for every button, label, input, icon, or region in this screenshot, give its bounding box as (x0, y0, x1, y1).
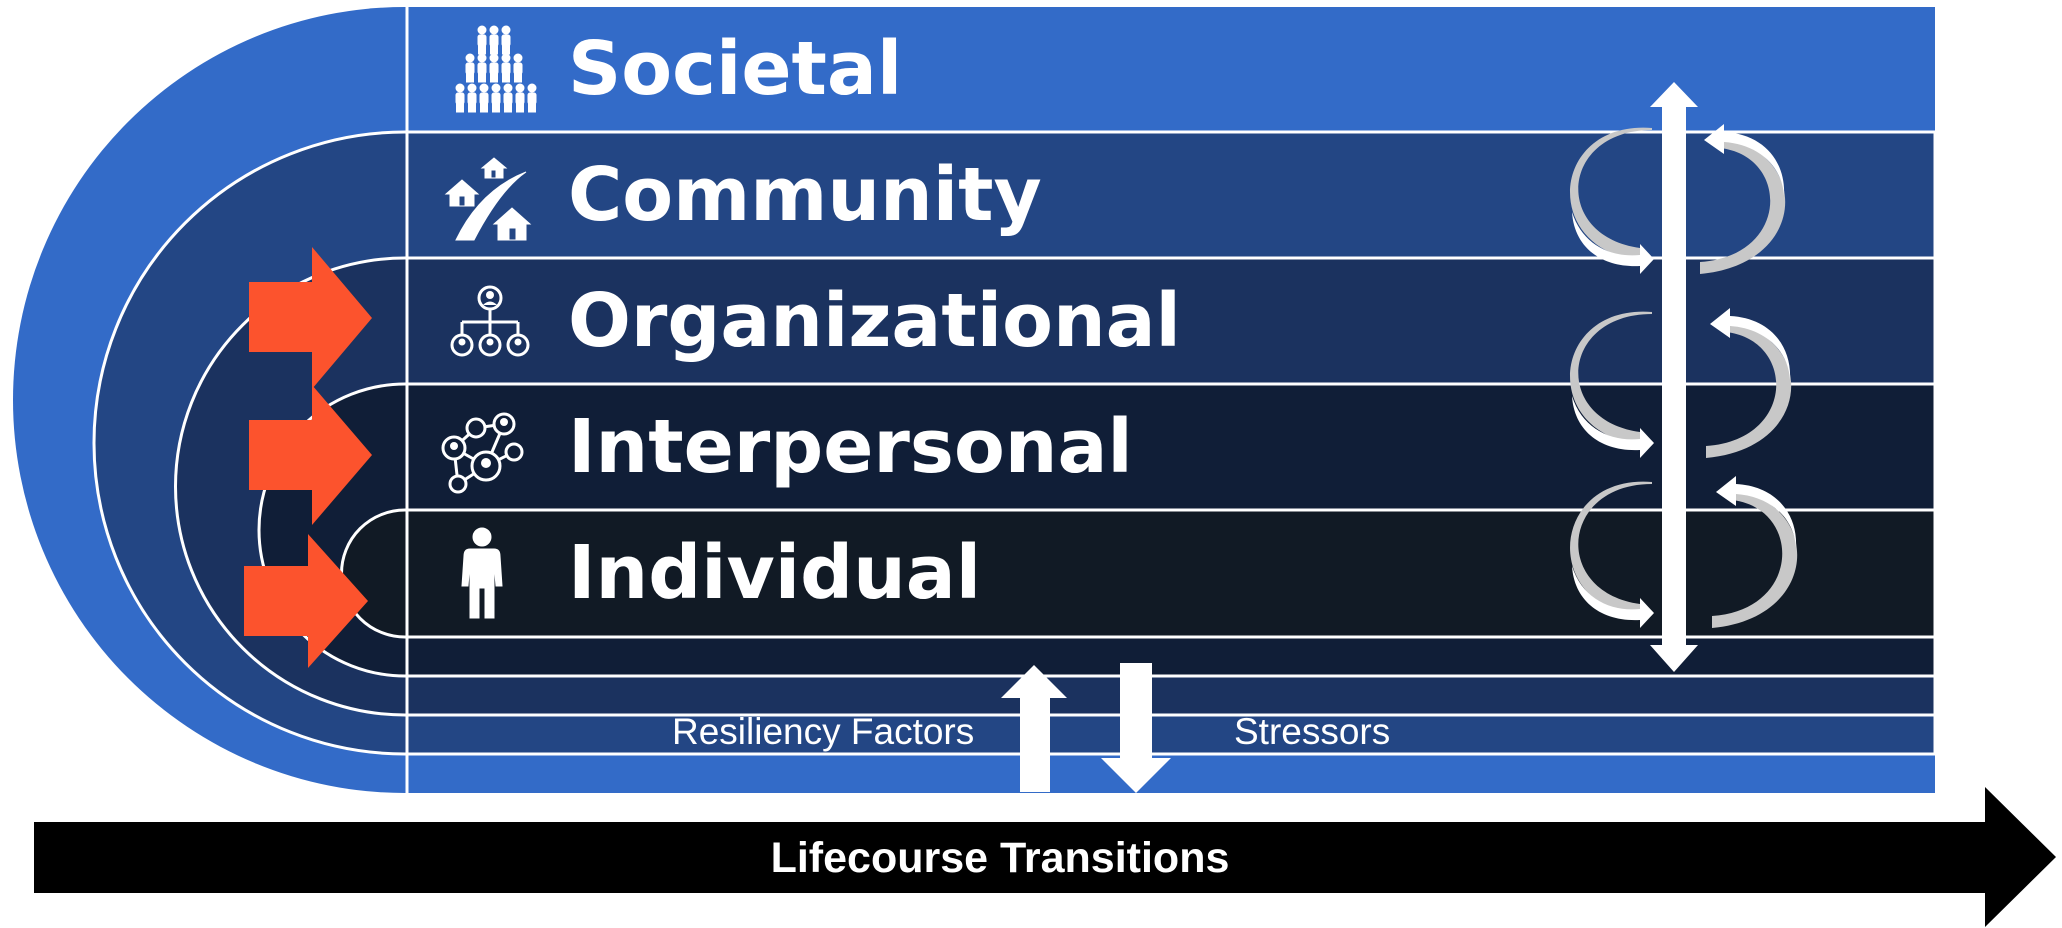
person-icon (461, 527, 503, 619)
lifecourse-transitions-label: Lifecourse Transitions (771, 834, 1230, 882)
cycle-arrows-top (1570, 124, 1786, 274)
houses-road-icon (444, 157, 532, 241)
resiliency-up-arrow (1001, 665, 1067, 792)
people-crowd-icon (0, 0, 537, 113)
influence-arrow-interpersonal (249, 385, 372, 525)
level-label-individual: Individual (568, 530, 981, 616)
stressors-label: Stressors (1234, 711, 1390, 752)
lifecourse-timeline-arrow (34, 787, 2056, 927)
level-label-community: Community (568, 152, 1042, 238)
resiliency-factors-label: Resiliency Factors (672, 711, 974, 752)
level-label-organizational: Organizational (568, 278, 1181, 364)
influence-arrow-individual (244, 534, 368, 668)
org-chart-icon (450, 285, 530, 357)
influence-arrow-organizational (249, 247, 372, 389)
cycle-arrows-middle (1570, 308, 1792, 458)
cycle-arrows-bottom (1570, 476, 1798, 628)
vertical-double-arrow (1650, 82, 1698, 672)
stressors-down-arrow (1101, 663, 1171, 793)
level-label-interpersonal: Interpersonal (568, 404, 1133, 490)
social-network-icon (441, 412, 524, 494)
level-label-societal: Societal (568, 26, 902, 112)
